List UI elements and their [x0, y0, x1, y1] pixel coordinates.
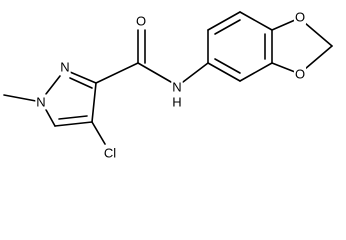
bond-c4-cl: [91, 121, 106, 145]
atom-o-upper: O: [295, 10, 305, 25]
atom-nh-n: N: [172, 80, 181, 95]
bond-b6-b1-inner: [214, 58, 241, 74]
bond-n1-n2: [45, 75, 61, 95]
bond-n2-c3: [69, 71, 97, 84]
bond-c3-c4: [91, 82, 97, 123]
label-background: [102, 145, 118, 160]
label-background: [59, 59, 71, 75]
bond-c5-n1: [44, 107, 56, 127]
bond-b3-b4: [239, 11, 273, 31]
chemical-structure: O N N N H Cl O O: [3, 9, 333, 161]
label-background: [293, 9, 307, 25]
bond-methyl-n1: [3, 94, 37, 102]
label-background: [134, 13, 148, 29]
atom-labels: O N N N H Cl O O: [35, 9, 307, 161]
bond-b2-b3: [207, 11, 241, 31]
bond-c4-c5-inner: [58, 115, 88, 120]
bonds: [3, 11, 333, 145]
bond-c3-carbonyl: [95, 62, 139, 84]
bond-carbonyl-nh: [137, 62, 172, 83]
bond-nh-aryl: [182, 62, 209, 83]
bond-b6-b1: [207, 62, 241, 82]
atom-nh-h: H: [172, 95, 181, 110]
bond-b4-o-upper: [271, 19, 296, 31]
bond-b2-b3-inner: [214, 19, 241, 35]
atom-cl: Cl: [104, 146, 116, 161]
label-background: [171, 79, 183, 95]
bond-ch2-o-lower: [304, 45, 333, 70]
atom-o-lower: O: [295, 67, 305, 82]
atom-n-methyl: N: [36, 95, 45, 110]
atom-o-carbonyl: O: [136, 14, 146, 29]
label-background: [293, 66, 307, 82]
bond-o-upper-ch2: [304, 22, 333, 47]
label-background: [171, 94, 183, 110]
atom-n-ring: N: [60, 60, 69, 75]
bond-b5-b6: [239, 62, 273, 82]
label-background: [35, 94, 47, 110]
bond-n2-c3-inner: [69, 77, 93, 89]
bond-c4-c5: [54, 121, 93, 127]
bond-o-lower-b5: [271, 62, 296, 73]
